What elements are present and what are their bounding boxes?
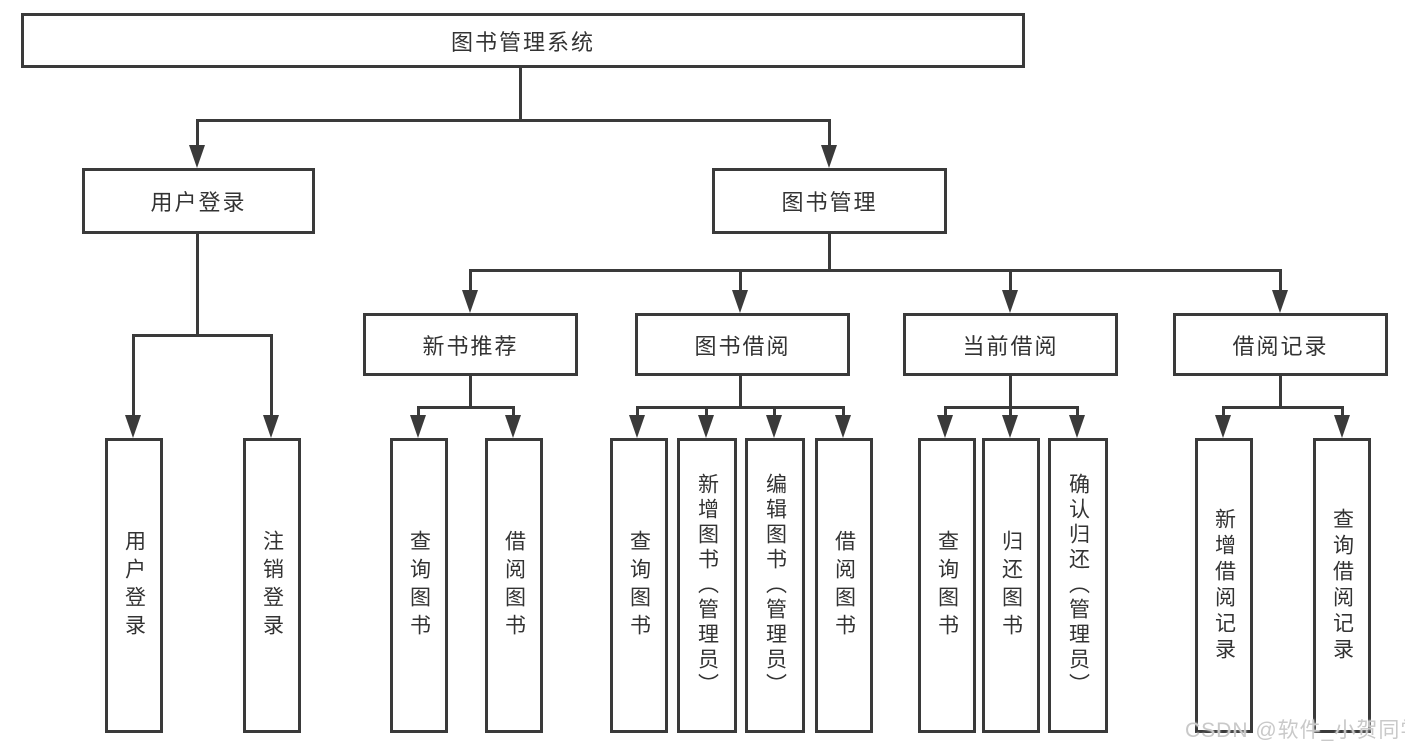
connector-level2-rail [197,119,831,122]
leaf-user-login: 用户登录 [105,438,163,733]
node-book-borrowing: 图书借阅 [635,313,850,376]
connector-level3-rail [469,269,1282,272]
leaf-borrow-book-recommend: 借阅图书 [485,438,543,733]
connector-book-mgmt-drop [828,119,831,147]
arrow-to-leaf [835,415,851,438]
node-book-management: 图书管理 [712,168,947,234]
leaf-label: 查询借阅记录 [1330,507,1354,664]
leaf-logout: 注销登录 [243,438,301,733]
connector-leaf-drop [512,406,515,417]
leaf-edit-book-admin: 编辑图书（管理员） [745,438,805,733]
connector-leaf-drop [1009,406,1012,417]
arrow-to-leaf [1069,415,1085,438]
arrow-to-leaf [1002,415,1018,438]
arrow-to-user-login [189,145,205,168]
leaf-return-book: 归还图书 [982,438,1040,733]
connector-current-borrow-rail [945,406,1079,409]
connector-new-book-rail [418,406,515,409]
node-borrow-records: 借阅记录 [1173,313,1388,376]
connector-user-login-drop [196,119,199,147]
arrow-to-borrow-record [1272,290,1288,313]
connector-book-mgmt-stem [828,233,831,271]
arrow-to-leaf [410,415,426,438]
arrow-to-leaf [937,415,953,438]
arrow-to-leaf [766,415,782,438]
connector-book-borrow-rail [637,406,844,409]
connector-leaf-drop [773,406,776,417]
arrow-to-book-borrow [732,290,748,313]
connector-level3-drop [1279,269,1282,292]
arrow-to-leaf [629,415,645,438]
arrow-to-leaf [505,415,521,438]
node-root: 图书管理系统 [21,13,1025,68]
leaf-query-book-borrowing: 查询图书 [610,438,668,733]
node-current-borrowing: 当前借阅 [903,313,1118,376]
connector-level3-drop [469,269,472,292]
leaf-add-borrow-record: 新增借阅记录 [1195,438,1253,733]
leaf-label: 注销登录 [260,529,284,642]
arrow-to-leaf-logout [263,415,279,438]
connector-leaf-drop [132,334,135,417]
leaf-confirm-return-admin: 确认归还（管理员） [1048,438,1108,733]
leaf-label: 新增借阅记录 [1212,507,1236,664]
csdn-watermark: CSDN @软件_小贺同学 [1185,719,1405,742]
connector-leaf-drop [705,406,708,417]
connector-user-login-rail [133,334,273,337]
leaf-label: 借阅图书 [502,529,526,642]
leaf-label: 用户登录 [122,529,146,642]
leaf-query-book-recommend: 查询图书 [390,438,448,733]
arrow-to-leaf [1334,415,1350,438]
arrow-to-leaf [1215,415,1231,438]
connector-book-borrow-stem [739,375,742,408]
connector-leaf-drop [270,334,273,417]
connector-leaf-drop [842,406,845,417]
leaf-label: 查询图书 [935,529,959,642]
connector-level3-drop [739,269,742,292]
leaf-add-book-admin: 新增图书（管理员） [677,438,737,733]
leaf-label: 编辑图书（管理员） [763,473,787,698]
leaf-label: 确认归还（管理员） [1066,473,1090,698]
arrow-to-current-borrow [1002,290,1018,313]
leaf-query-borrow-record: 查询借阅记录 [1313,438,1371,733]
connector-user-login-stem [196,233,199,336]
connector-leaf-drop [1341,406,1344,417]
connector-leaf-drop [944,406,947,417]
arrow-to-new-book [462,290,478,313]
connector-leaf-drop [636,406,639,417]
leaf-query-book-current: 查询图书 [918,438,976,733]
leaf-borrow-book-borrowing: 借阅图书 [815,438,873,733]
connector-current-borrow-stem [1009,375,1012,408]
connector-leaf-drop [1222,406,1225,417]
node-new-book-recommend: 新书推荐 [363,313,578,376]
arrow-to-leaf [698,415,714,438]
connector-new-book-stem [469,375,472,408]
connector-leaf-drop [417,406,420,417]
connector-leaf-drop [1076,406,1079,417]
leaf-label: 新增图书（管理员） [695,473,719,698]
node-user-login: 用户登录 [82,168,315,234]
connector-root-stem [519,67,522,120]
leaf-label: 查询图书 [627,529,651,642]
leaf-label: 归还图书 [999,529,1023,642]
arrow-to-leaf-user-login [125,415,141,438]
leaf-label: 查询图书 [407,529,431,642]
arrow-to-book-mgmt [821,145,837,168]
leaf-label: 借阅图书 [832,529,856,642]
connector-borrow-record-stem [1279,375,1282,408]
connector-borrow-record-rail [1223,406,1344,409]
connector-level3-drop [1009,269,1012,292]
